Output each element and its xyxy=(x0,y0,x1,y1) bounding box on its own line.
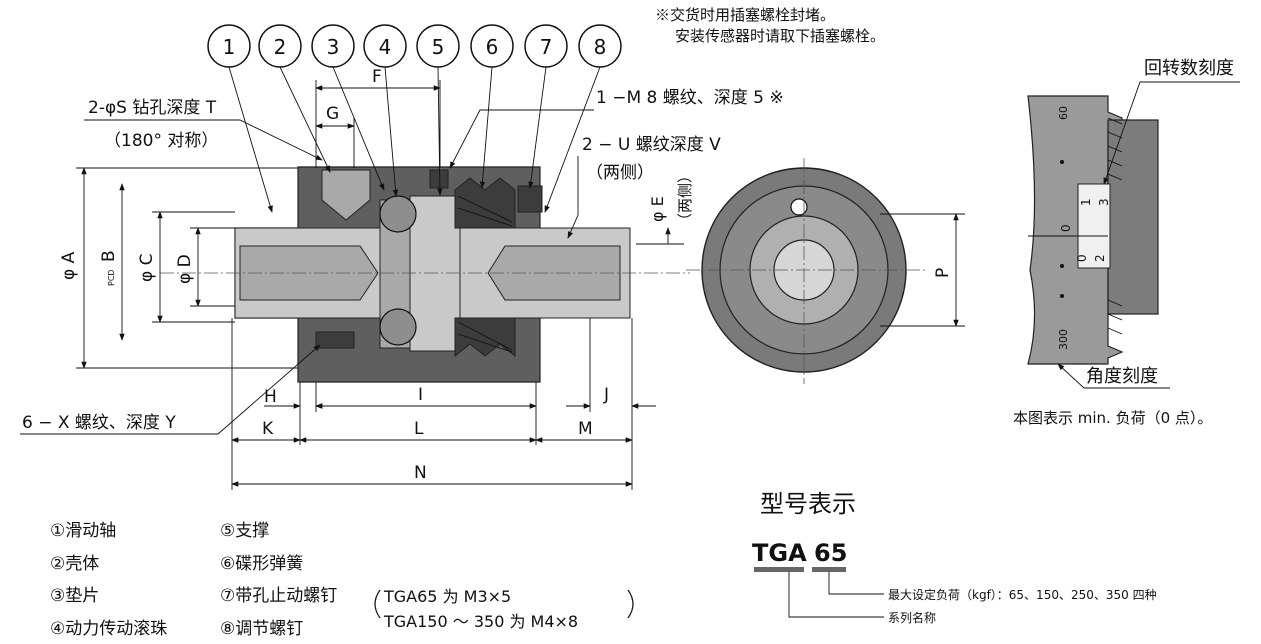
callout-s-hole-sub: （180° 对称） xyxy=(104,131,218,151)
dim-i: I xyxy=(418,385,423,405)
balloon-1: 1 xyxy=(223,35,236,59)
balloon-7: 7 xyxy=(540,35,553,59)
part-3: ③垫片 xyxy=(50,586,99,606)
end-view: P xyxy=(686,158,965,384)
balloon-3: 3 xyxy=(327,35,340,59)
model-prefix: TGA xyxy=(752,539,807,567)
note-line-1: ※交货时用插塞螺栓封堵。 xyxy=(655,6,835,24)
dim-h: H xyxy=(264,387,277,407)
dim-a: φ A xyxy=(59,251,79,280)
part-4: ④动力传动滚珠 xyxy=(50,619,167,639)
parts-list: ①滑动轴 ②壳体 ③垫片 ④动力传动滚珠 ⑤支撑 ⑥碟形弹簧 ⑦带孔止动螺钉 ⑧… xyxy=(50,521,634,639)
note-line-2: 安装传感器时请取下插塞螺栓。 xyxy=(675,27,885,45)
drill-hole xyxy=(321,169,371,221)
bracket-right xyxy=(627,589,634,619)
dim-e: φ E xyxy=(648,196,667,222)
part-7: ⑦带孔止动螺钉 xyxy=(220,586,337,606)
plug-bolt xyxy=(429,169,449,189)
rev-tick-2: 2 xyxy=(1093,254,1107,262)
balloon-5: 5 xyxy=(432,35,445,59)
dim-f: F xyxy=(372,67,382,87)
dim-p: P xyxy=(933,268,953,278)
dim-b-pcd: PCD xyxy=(107,269,116,286)
part-6: ⑥碟形弹簧 xyxy=(220,554,303,574)
rev-tick-3: 3 xyxy=(1097,198,1111,206)
dim-g: G xyxy=(326,104,339,124)
rev-tick-1: 1 xyxy=(1079,198,1093,206)
balloon-2: 2 xyxy=(274,35,287,59)
model-load-desc: 最大设定负荷（kgf）：65、150、250、350 四种 xyxy=(888,587,1157,602)
dim-j: J xyxy=(603,385,609,405)
callout-u-thread: 2 − U 螺纹深度 V xyxy=(582,135,721,155)
balloon-group: 1 2 3 4 5 6 7 8 xyxy=(207,24,622,68)
dim-c: φ C xyxy=(137,254,157,283)
dim-d: φ D xyxy=(175,254,195,284)
rev-tick-zero: 0 xyxy=(1075,254,1089,262)
dim-k: K xyxy=(262,419,274,439)
dim-m: M xyxy=(578,419,593,439)
rev-scale-label: 回转数刻度 xyxy=(1144,58,1234,79)
callout-m8: 1 −M 8 螺纹、深度 5 ※ xyxy=(596,88,784,108)
section-view xyxy=(160,166,690,383)
model-series-desc: 系列名称 xyxy=(888,610,936,625)
angle-scale-label: 角度刻度 xyxy=(1086,366,1158,387)
dim-l: L xyxy=(414,419,424,439)
dim-n: N xyxy=(414,463,427,483)
scale-detail: 60 0 300 1 3 2 0 回转数刻度 角度刻度 本图表示 min. 负荷… xyxy=(1013,58,1240,427)
model-title: 型号表示 xyxy=(760,490,856,518)
dim-e-sub: （两侧） xyxy=(676,168,694,228)
bracket-left xyxy=(374,589,381,619)
part-1: ①滑动轴 xyxy=(50,521,116,541)
part-5: ⑤支撑 xyxy=(220,521,269,541)
model-designation: 型号表示 TGA 65 最大设定负荷（kgf）：65、150、250、350 四… xyxy=(752,490,1157,625)
screw-spec-2: TGA150 ～ 350 为 M4×8 xyxy=(383,612,578,631)
scale-caption: 本图表示 min. 负荷（0 点）。 xyxy=(1013,409,1212,427)
prefix-underline xyxy=(754,567,804,572)
ball-top xyxy=(379,195,417,233)
dim-b: B xyxy=(99,250,119,262)
right-bore xyxy=(487,245,621,301)
callout-u-sub: （两侧） xyxy=(586,163,654,183)
part-8: ⑧调节螺钉 xyxy=(220,619,303,639)
tick-0: 0 xyxy=(1059,224,1073,232)
disc-springs xyxy=(454,177,516,358)
part-2: ②壳体 xyxy=(50,554,99,574)
set-screw xyxy=(517,185,543,213)
balloon-8: 8 xyxy=(594,35,607,59)
tick-300: 300 xyxy=(1057,329,1070,350)
balloon-4: 4 xyxy=(379,35,392,59)
callout-x-thread: 6 − X 螺纹、深度 Y xyxy=(22,413,176,433)
screw-spec-1: TGA65 为 M3×5 xyxy=(383,587,511,606)
number-underline xyxy=(812,567,846,572)
center-plate xyxy=(409,195,461,352)
bottom-dims: H I J K L M N xyxy=(231,318,656,490)
vertical-dims: φ A B PCD φ C φ D xyxy=(59,167,298,369)
tick-60: 60 xyxy=(1057,106,1070,120)
ball-bottom xyxy=(379,308,417,346)
balloon-6: 6 xyxy=(486,35,499,59)
callout-s-hole: 2-φS 钻孔深度 T xyxy=(88,98,217,118)
model-number: 65 xyxy=(814,539,847,567)
bottom-screw xyxy=(315,331,355,349)
